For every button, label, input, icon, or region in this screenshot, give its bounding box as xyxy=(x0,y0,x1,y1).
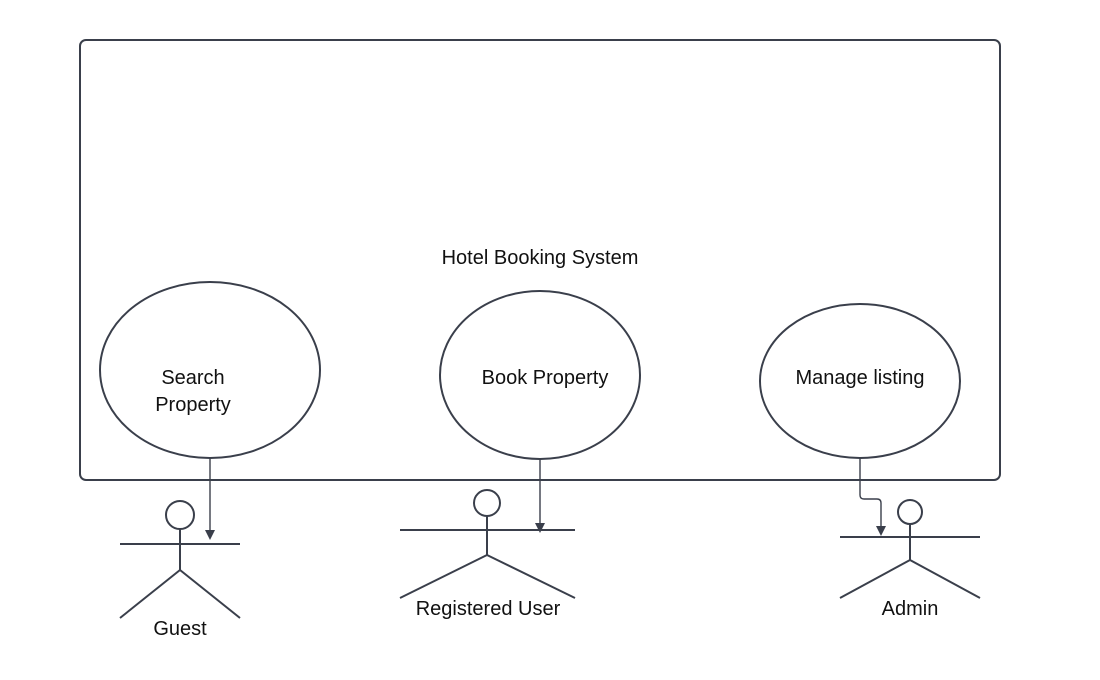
actor-head xyxy=(897,499,923,525)
use-case-label-line: Search xyxy=(161,367,224,389)
system-title: Hotel Booking System xyxy=(442,247,639,269)
actor-admin[interactable] xyxy=(839,499,981,599)
use-case-book-property[interactable]: Book Property xyxy=(439,290,641,460)
actor-head xyxy=(165,500,195,530)
use-case-label: Manage listing xyxy=(796,367,925,389)
use-case-search-property[interactable]: Search Property xyxy=(99,281,321,459)
use-case-label: Book Property xyxy=(482,367,609,389)
actor-head xyxy=(473,489,501,517)
actor-label-guest: Guest xyxy=(153,618,207,640)
actor-label-admin: Admin xyxy=(882,598,939,620)
actor-registered-user[interactable] xyxy=(399,489,576,599)
use-case-manage-listing[interactable]: Manage listing xyxy=(759,303,961,459)
actor-guest[interactable] xyxy=(119,500,241,619)
actor-label-registered-user: Registered User xyxy=(416,598,561,620)
association-arrow-manage-admin[interactable] xyxy=(859,458,886,536)
use-case-label-line: Property xyxy=(155,394,231,416)
